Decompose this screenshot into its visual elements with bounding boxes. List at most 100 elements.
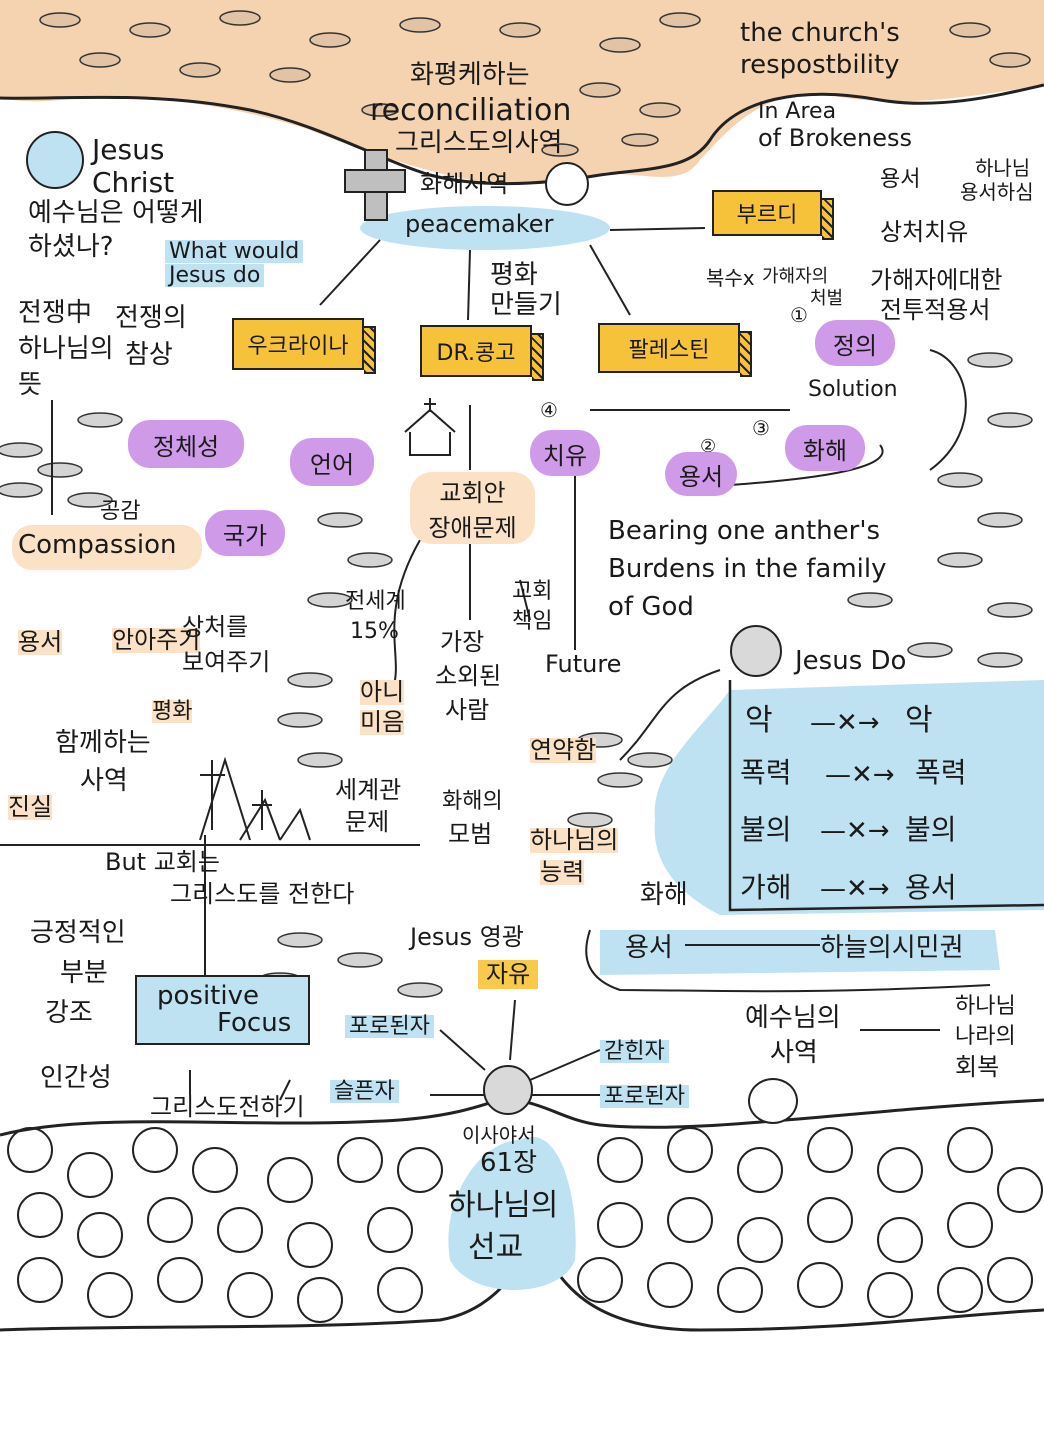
isolated-line3: 사람 [445,696,490,724]
forgive-bubble: 용서 [665,452,737,496]
pct-line1: 전세계 [345,589,406,614]
top-peach-area [0,0,1044,185]
church-responsibility-line2: respostbility [740,50,900,80]
dr-congo-box: DR.콩고 [420,325,544,381]
peacemaking-line2: 만들기 [490,290,562,320]
jesus-name-line2: Christ [92,166,175,199]
mission-title-line3: 그리스도의사역 [395,128,563,158]
reconcile-bubble: 화해 [785,425,865,471]
ukraine-label: 우크라이나 [247,334,349,359]
palestine-box: 팔레스틴 [598,323,752,377]
freedom-label: 자유 [478,960,539,990]
isolated-line2: 소외된 [435,662,502,690]
no-beauty-line2: 미음 [360,708,405,736]
ukraine-item-together: 함께하는 [55,728,151,758]
calling-forgiveness: 용서 [880,167,921,192]
captive2-label: 포로된자 [600,1085,689,1108]
church-problem-line1: 교회안 [439,479,506,507]
justice-bubble: 정의 [815,320,895,366]
captive-label: 포로된자 [345,1015,434,1038]
jesus-face-icon [730,625,782,677]
jesus-question-line1: 예수님은 어떻게 [28,198,204,228]
jesus-do-row1-left: 악 [745,703,773,738]
positive-focus-line1: positive [157,981,259,1011]
center-face-icon [483,1065,533,1115]
model-line2: 모범 [448,820,493,848]
jesus-do-row2-left: 폭력 [740,756,792,789]
jesus-do-row2-right: 폭력 [915,756,967,789]
church-problem-bubble: 교회안 장애문제 [410,472,535,544]
isaiah-line2: 61장 [480,1148,538,1178]
bearing-line1: Bearing one anther's [608,516,881,546]
pct-line2: 15% [350,619,399,644]
jesus-do-reconcile: 화해 [640,880,688,910]
god-forgiveness-line2: 용서하심 [960,180,1034,204]
restoration-line1: 하나님 [955,994,1016,1019]
number-3: ③ [752,416,770,440]
positive-focus-box: positive Focus [135,975,310,1045]
jesus-liberation: Jesus 영광 [410,923,524,951]
war-will-line1: 전쟁中 [18,298,92,328]
jesus-do-forgive: 용서 [625,933,673,963]
no-beauty-line1: 아니 [360,678,405,706]
restoration-line2: 나라의 [955,1024,1016,1049]
mission-title-line2: reconciliation [370,93,572,128]
language-bubble: 언어 [290,438,374,486]
jesus-do-row3-left: 불의 [740,813,792,846]
isaiah-line1: 이사야서 [462,1123,536,1147]
cross-arrow-icon: —✕→ [820,816,890,846]
connector-lines [0,227,991,1101]
gods-power-line1: 하나님의 [530,826,619,854]
area-line1: In Area [758,99,837,124]
full-forgiveness-line1: 가해자에대한 [870,266,1003,294]
prisoner-label: 갇힌자 [600,1040,669,1063]
god-forgiveness-line1: 하나님 [975,156,1031,180]
bearing-line3: of God [608,592,694,622]
jesus-do-row1-right: 악 [905,703,933,738]
isolated-line1: 가장 [440,628,485,656]
world-problem-line1: 세계관 [335,776,402,804]
mission-title-line1: 화평케하는 [410,60,530,90]
jesus-do-row4-right: 용서 [905,871,957,904]
ukraine-item-hug: 안아주기 [112,626,201,654]
bearing-line2: Burdens in the family [608,554,887,584]
face-icon [545,162,589,206]
positive-line2: 부분 [60,958,108,988]
positive-focus-line2: Focus [217,1008,292,1039]
jesus-ministry-line1: 예수님의 [745,1003,841,1033]
area-line2: of Brokeness [758,124,913,152]
war-scene-line1: 전쟁의 [115,303,187,333]
calling-box-label: 부르디 [736,203,798,228]
calvary-crosses-icon [199,756,311,841]
ukraine-item-forgive: 용서 [18,628,63,656]
child-face-icon [748,1078,798,1124]
church-resp-line1: 교회 [512,579,553,604]
cross-icon [344,149,406,221]
full-forgiveness-line2: 전투적용서 [880,296,991,324]
world-problem-line2: 문제 [345,808,390,836]
ukraine-item-ministry: 사역 [80,766,128,796]
peacemaking-line1: 평화 [490,260,538,290]
war-will-line2: 하나님의 [18,334,114,364]
nation-bubble: 국가 [205,510,285,556]
gods-power-line2: 능력 [540,858,585,886]
jesus-do-title: Jesus Do [795,646,907,676]
solution-label: Solution [808,377,898,402]
cross-arrow-icon: —✕→ [820,874,890,904]
ukraine-item-wounds: 상처를 [182,613,249,641]
future-label: Future [545,650,622,678]
jesus-name-line1: Jesus [92,133,165,166]
judgment-line2: 처벌 [810,288,844,309]
ukraine-item-peace: 평화 [152,699,193,724]
dr-congo-label: DR.콩고 [436,341,516,366]
wwjd-line2: Jesus do [165,264,265,287]
model-line1: 화해의 [442,789,503,814]
identity-bubble: 정체성 [128,420,244,468]
empathy-label: 공감 [100,499,141,524]
healing-bubble: 치유 [530,430,600,476]
church-resp-line2: 책임 [512,609,553,634]
reconciliation-ministry: 화해사역 [420,170,509,198]
positive-line1: 긍정적인 [30,918,126,948]
jesus-do-row3-right: 불의 [905,813,957,846]
peacemaker-label: peacemaker [405,210,554,238]
